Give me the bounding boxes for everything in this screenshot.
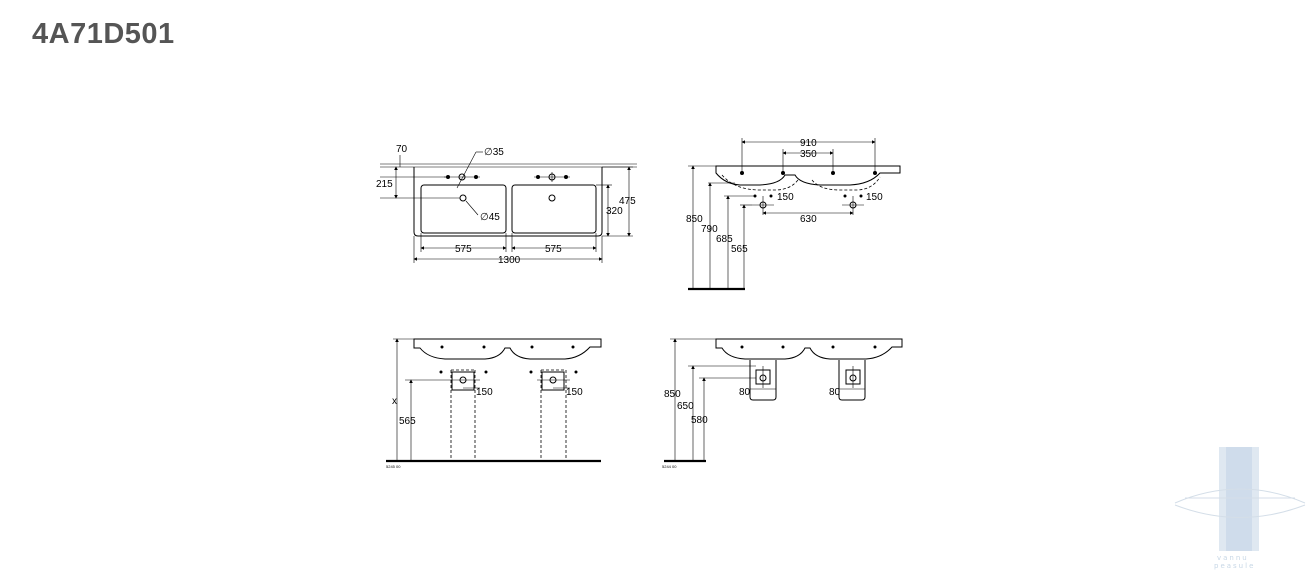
dim-80-right: 80 [829,387,841,398]
product-code-title: 4A71D501 [32,18,175,50]
dim-580: 580 [691,415,708,426]
dim-685: 685 [716,234,733,245]
watermark-text-1: vannu [1217,554,1249,562]
dim-565: 565 [399,416,416,427]
dim-650: 650 [677,401,694,412]
dim-320: 320 [606,206,623,217]
dim-575-right: 575 [545,244,562,255]
drawing-code: 5244 00 [662,464,677,469]
dim-790: 790 [701,224,718,235]
front-view-pedestal: x 565 150 150 5245 00 [386,338,602,469]
dim-1300: 1300 [498,255,521,266]
front-view-semi-pedestal: 850 650 580 80 80 5244 00 [662,338,903,469]
dim-910: 910 [800,138,817,149]
dim-hole-35: ∅35 [484,147,504,158]
dim-575-left: 575 [455,244,472,255]
watermark-logo: vannu peasule [1174,447,1306,570]
dim-565: 565 [731,244,748,255]
top-view: 70 215 ∅35 ∅45 475 320 575 575 1300 [376,144,637,266]
dim-475: 475 [619,196,636,207]
dim-150-left: 150 [476,387,493,398]
dim-drain-45: ∅45 [480,212,500,223]
watermark-text-2: peasule [1214,562,1255,570]
dim-630: 630 [800,214,817,225]
drawing-code: 5245 00 [386,464,401,469]
elevation-view: 910 350 150 150 630 850 790 685 565 [686,138,901,291]
tap-holes-right [534,172,570,182]
dim-150-left: 150 [777,192,794,203]
dim-215: 215 [376,179,393,190]
dim-850: 850 [664,389,681,400]
dim-150-right: 150 [866,192,883,203]
dim-150-right: 150 [566,387,583,398]
dim-350: 350 [800,149,817,160]
dim-80-left: 80 [739,387,751,398]
drain-left [459,194,467,202]
dim-70: 70 [396,144,408,155]
dim-x: x [392,396,397,407]
drain-right [548,194,556,202]
dim-850: 850 [686,214,703,225]
